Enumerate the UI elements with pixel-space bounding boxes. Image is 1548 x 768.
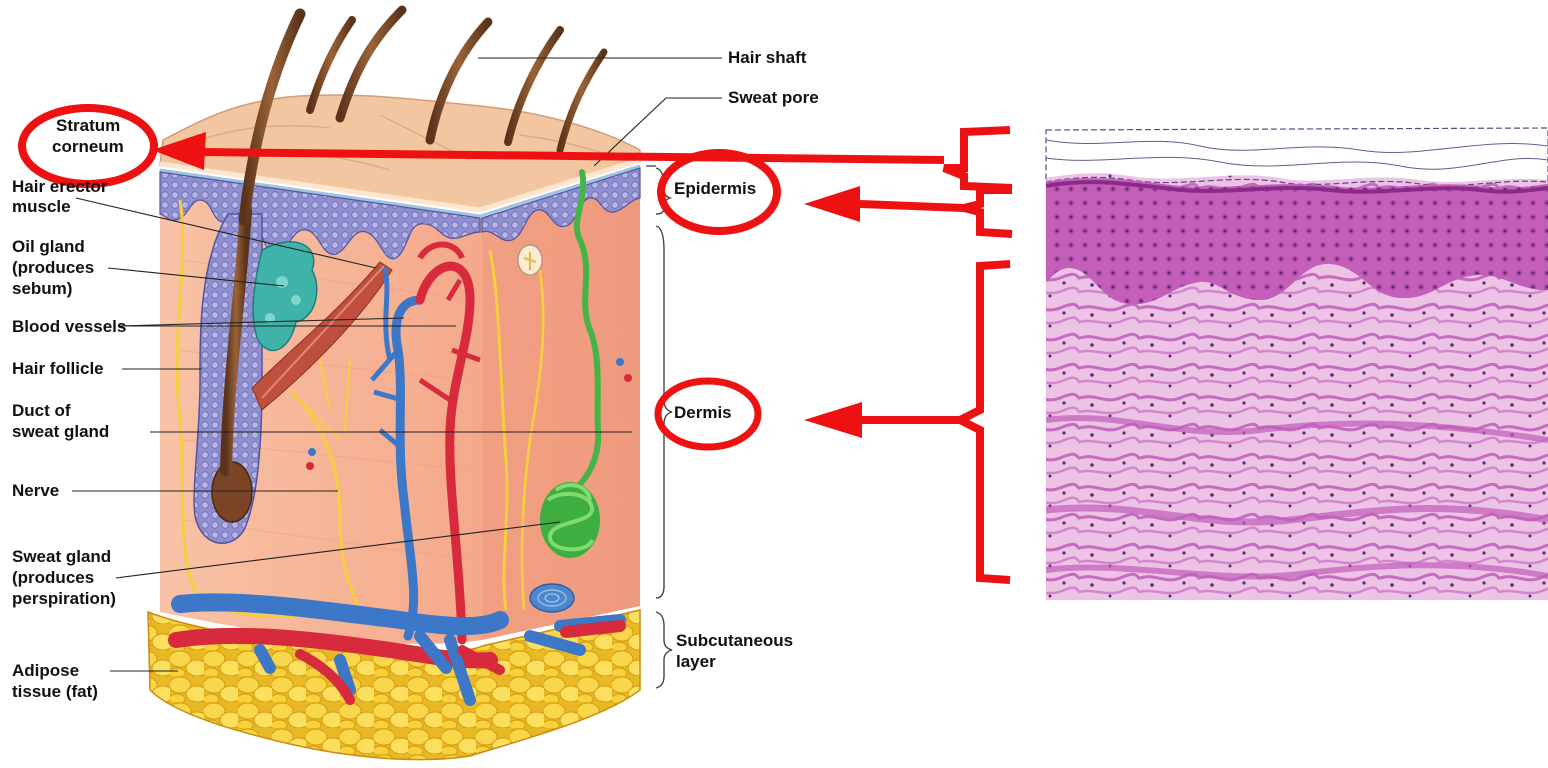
arrow-head-dermis — [804, 402, 862, 438]
label-hair-follicle: Hair follicle — [12, 358, 104, 379]
label-hair-erector: Hair erector — [12, 176, 107, 197]
label-muscle: muscle — [12, 196, 71, 217]
label-oil-gland-produces: (produces — [12, 257, 94, 278]
label-corneum: corneum — [52, 136, 124, 157]
label-blood-vessels: Blood vessels — [12, 316, 126, 337]
sweat-gland-coil — [540, 482, 600, 558]
label-dermis: Dermis — [674, 402, 732, 423]
label-epidermis: Epidermis — [674, 178, 756, 199]
label-oil-gland: Oil gland — [12, 236, 85, 257]
label-sweat-pore: Sweat pore — [728, 87, 819, 108]
label-sweat-gland-produces: (produces — [12, 567, 94, 588]
label-sweat-gland: Sweat gland — [12, 546, 111, 567]
label-sebum: sebum) — [12, 278, 72, 299]
label-adipose-tissue: tissue (fat) — [12, 681, 98, 702]
label-layer: layer — [676, 651, 716, 672]
label-stratum: Stratum — [56, 115, 120, 136]
label-perspiration: perspiration) — [12, 588, 116, 609]
label-sweat-gland-duct: sweat gland — [12, 421, 109, 442]
histology-micrograph — [1046, 124, 1548, 600]
label-duct-of: Duct of — [12, 400, 71, 421]
label-hair-shaft: Hair shaft — [728, 47, 806, 68]
label-adipose: Adipose — [12, 660, 79, 681]
label-subcutaneous: Subcutaneous — [676, 630, 793, 651]
arrow-head-epidermis — [804, 186, 860, 222]
label-nerve: Nerve — [12, 480, 59, 501]
